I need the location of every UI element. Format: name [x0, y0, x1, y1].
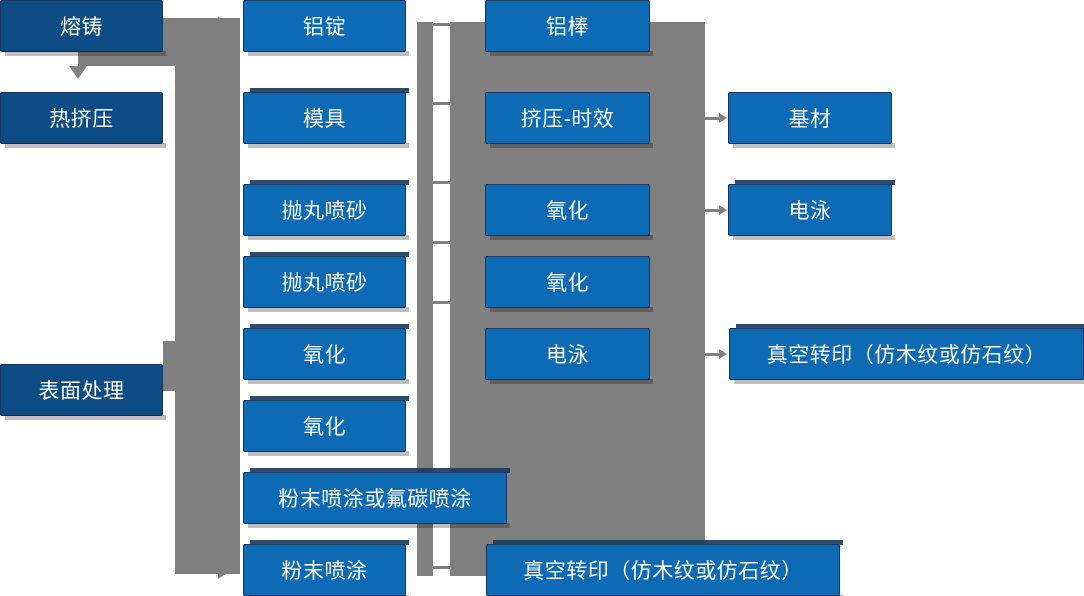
- process-label: 真空转印（仿木纹或仿石纹）: [523, 560, 803, 583]
- process-box-col-a-1[interactable]: 模具: [243, 88, 409, 148]
- process-box-col-a-5[interactable]: 氧化: [243, 396, 409, 456]
- process-label: 基材: [788, 108, 832, 131]
- middle-rail-tick-3: [433, 241, 458, 244]
- process-box-col-a-6[interactable]: 粉末喷涂或氟碳喷涂: [243, 468, 510, 528]
- process-box-col-b-2[interactable]: 氧化: [485, 184, 653, 240]
- stage-label: 热挤压: [49, 108, 114, 131]
- process-box-col-c-1[interactable]: 电泳: [728, 180, 895, 240]
- process-box-col-b-4[interactable]: 电泳: [485, 328, 653, 384]
- surface-treatment-connector: [163, 388, 191, 391]
- process-box-col-b-3[interactable]: 氧化: [485, 256, 653, 312]
- process-box-col-b-0[interactable]: 铝棒: [485, 0, 653, 56]
- trunk-arrow-tip-1: [218, 109, 232, 127]
- trunk-arrow-tip-5: [218, 417, 232, 435]
- middle-rail-tick-1: [433, 102, 458, 105]
- stage-box-melt-cast[interactable]: 熔铸: [0, 0, 166, 56]
- process-box-col-c-2[interactable]: 真空转印（仿木纹或仿石纹）: [729, 324, 1084, 384]
- left-trunk-bottom-cap: [163, 341, 188, 389]
- process-box-col-a-0[interactable]: 铝锭: [243, 0, 409, 56]
- trunk-arrow-tip-7: [218, 561, 232, 579]
- process-label: 氧化: [546, 272, 589, 295]
- output-arrow-0: [705, 113, 727, 123]
- process-box-col-a-7[interactable]: 粉末喷涂: [243, 540, 409, 596]
- process-label: 粉末喷涂: [281, 560, 368, 583]
- process-box-col-c-0[interactable]: 基材: [728, 92, 895, 148]
- trunk-arrow-tip-0: [218, 17, 232, 35]
- stage-label: 表面处理: [38, 380, 125, 403]
- process-label: 铝棒: [546, 16, 589, 39]
- output-arrow-1: [705, 205, 727, 215]
- output-arrow-2: [705, 349, 727, 359]
- process-label: 模具: [303, 108, 346, 131]
- middle-rail-tick-2: [433, 181, 458, 184]
- stage-connector-down-arrow: [69, 66, 87, 79]
- process-label: 氧化: [303, 344, 346, 367]
- process-label: 真空转印（仿木纹或仿石纹）: [766, 344, 1047, 367]
- middle-rail-bar: [417, 22, 433, 576]
- process-box-col-b-1[interactable]: 挤压-时效: [485, 92, 653, 148]
- process-label: 抛丸喷砂: [281, 200, 368, 223]
- process-box-col-a-4[interactable]: 氧化: [243, 324, 409, 384]
- middle-rail-tick-5: [433, 566, 458, 569]
- trunk-arrow-tip-3: [218, 273, 232, 291]
- process-label: 氧化: [303, 416, 346, 439]
- process-box-col-a-2[interactable]: 抛丸喷砂: [243, 180, 409, 240]
- process-label: 粉末喷涂或氟碳喷涂: [278, 488, 472, 511]
- process-label: 电泳: [788, 200, 832, 223]
- process-box-col-a-3[interactable]: 抛丸喷砂: [243, 252, 409, 312]
- process-label: 抛丸喷砂: [281, 272, 368, 295]
- stage-box-surface-treatment[interactable]: 表面处理: [0, 364, 166, 420]
- stage-box-hot-extrusion[interactable]: 热挤压: [0, 92, 166, 148]
- middle-rail-tick-0: [433, 23, 458, 26]
- middle-rail-tick-4: [433, 301, 458, 304]
- process-label: 挤压-时效: [520, 108, 615, 131]
- process-label: 氧化: [546, 200, 589, 223]
- process-label: 铝锭: [303, 16, 346, 39]
- process-label: 电泳: [546, 344, 589, 367]
- stage-label: 熔铸: [60, 16, 103, 39]
- trunk-arrow-tip-2: [218, 201, 232, 219]
- process-box-col-b-5[interactable]: 真空转印（仿木纹或仿石纹）: [486, 540, 843, 596]
- trunk-arrow-tip-4: [218, 345, 232, 363]
- trunk-arrow-tip-6: [218, 489, 232, 507]
